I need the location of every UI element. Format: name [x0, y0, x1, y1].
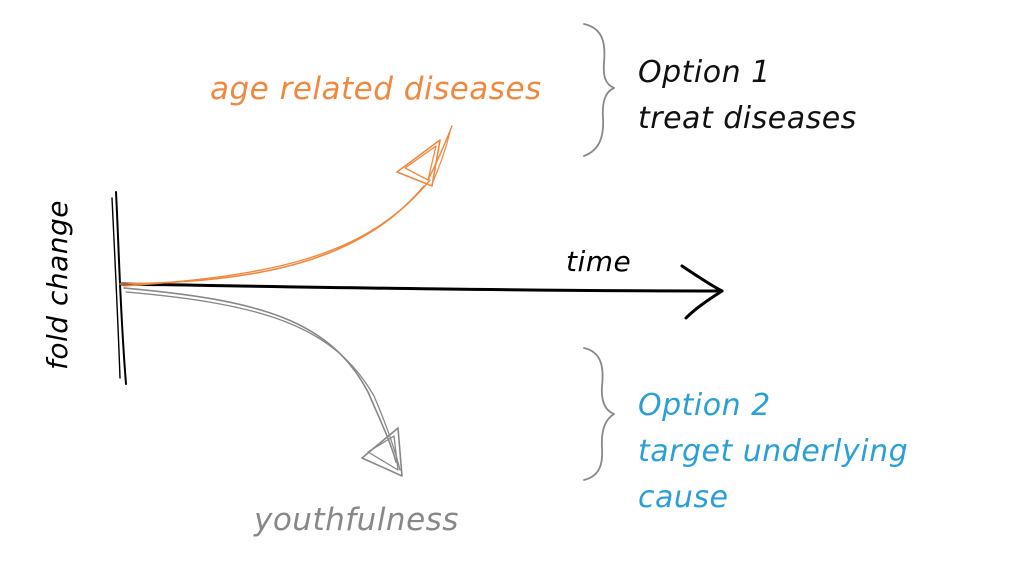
option-2-text: Option 2 target underlying cause: [638, 383, 908, 521]
brace-option-1: [583, 23, 615, 157]
fold-change-axis-label: fold change: [41, 200, 74, 370]
option-1-description: treat diseases: [638, 101, 857, 136]
youthfulness-label: youthfulness: [254, 502, 459, 538]
option-1-title: Option 1: [638, 55, 771, 90]
y-axis: [111, 191, 127, 385]
option-2-description-line-2: cause: [638, 480, 729, 515]
age-arrowhead: [396, 139, 441, 187]
time-axis: [120, 264, 724, 320]
age-related-diseases-label: age related diseases: [210, 71, 542, 107]
time-axis-label: time: [566, 245, 632, 278]
option-1-text: Option 1 treat diseases: [638, 50, 857, 142]
option-2-description-line-1: target underlying: [638, 434, 909, 469]
youth-curve: [123, 287, 401, 471]
brace-option-2: [583, 347, 615, 481]
option-2-title: Option 2: [638, 388, 771, 423]
youth-arrowhead: [361, 427, 403, 477]
age-curve: [119, 125, 453, 287]
